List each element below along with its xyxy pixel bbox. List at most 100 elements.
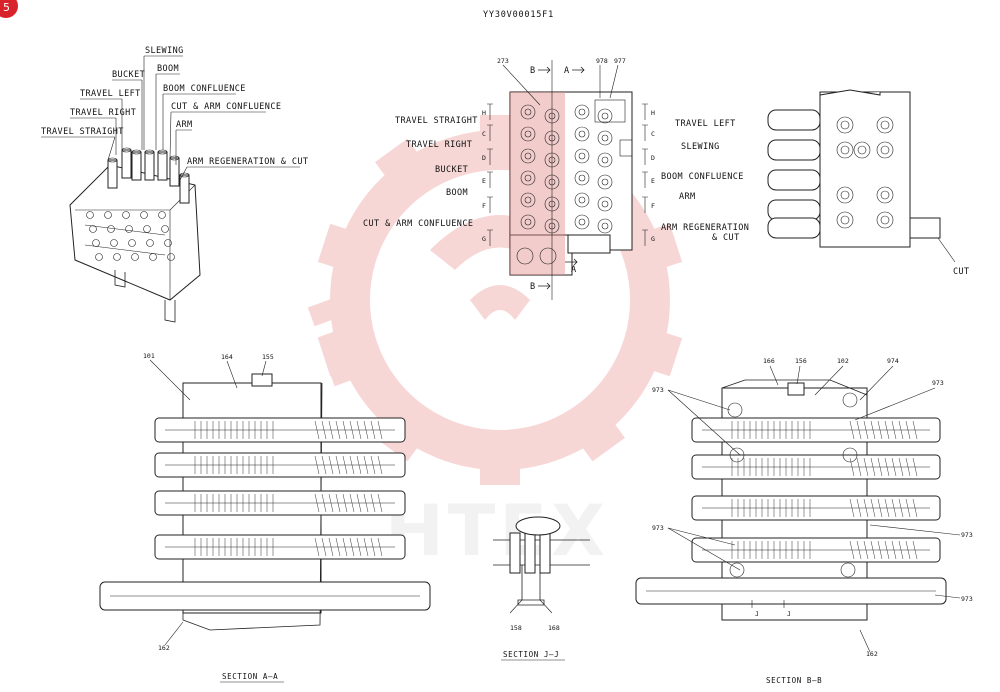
front-port-core <box>578 152 586 160</box>
aa-spring-coil <box>342 537 348 557</box>
dimension-tick <box>642 148 648 165</box>
bb-spring-coil <box>849 540 855 560</box>
front-port <box>520 214 536 230</box>
side-port-core <box>840 190 850 200</box>
iso-label-boom-confluence: BOOM CONFLUENCE <box>163 84 246 94</box>
front-label-bucket: BUCKET <box>435 165 468 175</box>
aa-spring-coil <box>321 455 327 475</box>
bb-mark-j-right: J <box>787 610 791 618</box>
front-port <box>574 104 590 120</box>
bb-part-973-b: 973 <box>932 379 944 387</box>
iso-spool <box>144 151 155 181</box>
section-mark-b-bottom: B <box>530 282 536 292</box>
front-port <box>597 130 613 146</box>
section-j-j: 158 168 SECTION J—J <box>493 516 590 661</box>
front-label-arm: ARM <box>679 192 696 202</box>
aa-spring-coil <box>356 493 362 513</box>
bb-spring-coil <box>877 420 883 440</box>
front-port-core <box>524 130 532 138</box>
aa-spring-coil <box>342 455 348 475</box>
side-port <box>853 141 871 159</box>
bb-mark-j-left: J <box>755 610 759 618</box>
front-port <box>520 126 536 142</box>
front-label-cut-arm-confluence: CUT & ARM CONFLUENCE <box>363 219 473 229</box>
part-number-977: 977 <box>614 57 626 65</box>
aa-spring-coil <box>321 420 327 440</box>
bb-port <box>840 562 856 578</box>
bb-spring-coil <box>898 498 904 518</box>
front-port <box>597 218 613 234</box>
front-label-arm-regeneration: ARM REGENERATION <box>661 223 749 233</box>
page-marker: 5 <box>0 0 18 18</box>
dimension-tick <box>642 196 648 213</box>
bb-part-973-e: 973 <box>961 595 973 603</box>
aa-spring-coil <box>370 455 376 475</box>
bb-spring-coil <box>870 498 876 518</box>
iso-label-boom: BOOM <box>157 64 179 74</box>
dimension-letter: H <box>482 109 486 117</box>
iso-spool <box>157 151 168 181</box>
aa-spring-coil <box>349 455 355 475</box>
iso-spool-cap <box>179 172 190 178</box>
iso-label-travel-straight: TRAVEL STRAIGHT <box>41 127 124 137</box>
iso-port <box>146 239 154 247</box>
bb-spring-coil <box>849 457 855 477</box>
bb-spring-coil <box>891 420 897 440</box>
front-port <box>520 148 536 164</box>
bb-part-162: 162 <box>866 650 878 658</box>
bb-spring-coil <box>884 498 890 518</box>
section-j-j-title: SECTION J—J <box>503 650 559 659</box>
bb-spring-coil <box>905 420 911 440</box>
side-port-core <box>880 145 890 155</box>
aa-spring-coil <box>377 493 383 513</box>
dimension-tick <box>642 229 648 246</box>
front-port <box>597 152 613 168</box>
side-port <box>876 141 894 159</box>
bb-spring-coil <box>912 420 918 440</box>
bb-spring-coil <box>905 498 911 518</box>
front-port <box>574 170 590 186</box>
bb-spring-coil <box>877 498 883 518</box>
front-port <box>574 148 590 164</box>
aa-spring-coil <box>356 455 362 475</box>
dimension-tick <box>487 171 493 188</box>
front-port-core <box>601 156 609 164</box>
bb-spring-coil <box>877 457 883 477</box>
aa-spring-coil <box>370 537 376 557</box>
aa-spring-coil <box>370 420 376 440</box>
iso-label-arm: ARM <box>176 120 193 130</box>
aa-spring-coil <box>328 420 334 440</box>
iso-spool <box>169 157 180 187</box>
dimension-tick <box>642 171 648 188</box>
iso-port <box>122 211 130 219</box>
part-number-273: 273 <box>497 57 509 65</box>
bb-part-973-a: 973 <box>652 386 664 394</box>
iso-port <box>104 211 112 219</box>
aa-spring-coil <box>328 537 334 557</box>
aa-spring-coil <box>349 420 355 440</box>
front-port <box>574 214 590 230</box>
front-label-slewing: SLEWING <box>681 142 720 152</box>
aa-spring-coil <box>363 420 369 440</box>
iso-port <box>95 253 103 261</box>
bb-spring-coil <box>891 457 897 477</box>
bb-part-102: 102 <box>837 357 849 365</box>
bb-spring-coil <box>856 540 862 560</box>
side-label-cut: CUT <box>953 267 970 277</box>
dimension-letter: D <box>482 154 486 162</box>
section-a-a: 101 164 155 162 SECTION A—A <box>99 352 431 683</box>
dimension-letter: C <box>651 130 655 138</box>
iso-spool <box>131 151 142 181</box>
iso-port <box>113 253 121 261</box>
section-mark-b-top: B <box>530 66 536 76</box>
bb-spring-coil <box>898 540 904 560</box>
bb-spring-coil <box>870 540 876 560</box>
side-cap <box>767 109 821 131</box>
bb-spring-coil <box>870 420 876 440</box>
side-port-core <box>880 215 890 225</box>
side-port-core <box>857 145 867 155</box>
dimension-tick <box>487 103 493 120</box>
jj-part-158: 158 <box>510 624 522 632</box>
iso-port <box>92 239 100 247</box>
